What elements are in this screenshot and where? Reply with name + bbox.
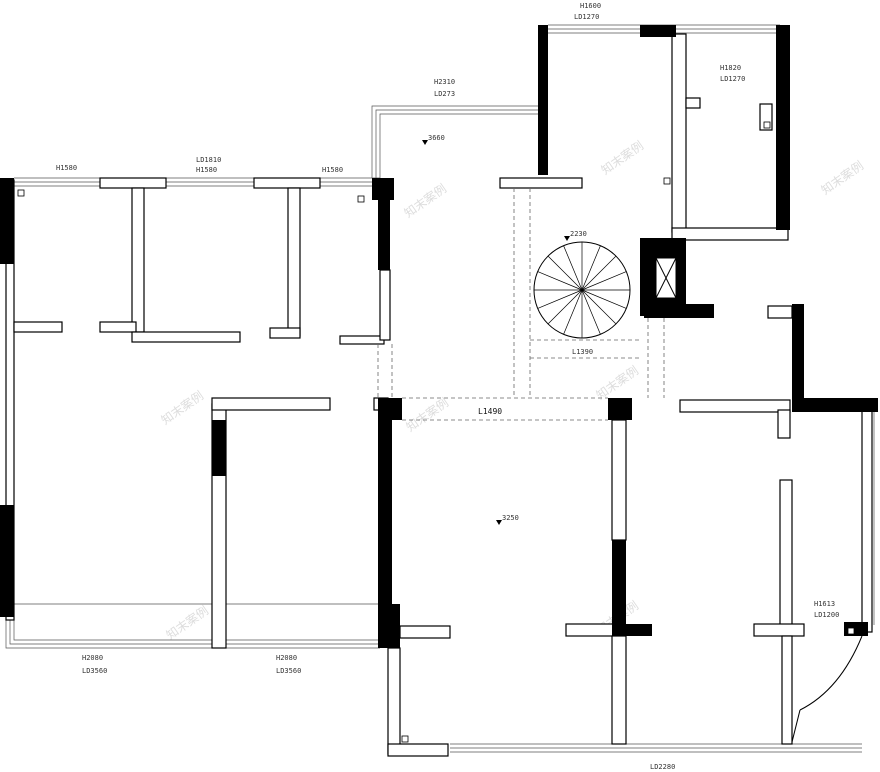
watermark: 知末案例 [598, 138, 646, 178]
level-markers [422, 140, 570, 525]
window-upper-h-label: H2310 [434, 78, 455, 86]
window-bottom-left [5, 603, 380, 649]
level-upper-label: 3660 [428, 134, 445, 142]
window-top-h-label: H1600 [580, 2, 601, 10]
stair-length-label: L1390 [572, 348, 593, 356]
walls-structural [0, 25, 878, 648]
window-top-left [14, 177, 380, 187]
stair-step [537, 271, 583, 291]
stair-level-label: 2230 [570, 230, 587, 238]
stair-step [581, 289, 617, 325]
shaft [655, 257, 677, 299]
window-bottom-right-h-label: H1613 [814, 600, 835, 608]
door-arc [791, 635, 863, 743]
watermarks: 知末案例 知末案例 知末案例 知末案例 知末案例 知末案例 知末案例 知末案例 [158, 138, 866, 643]
window-bottom-left-ld-label: LD3560 [82, 667, 107, 675]
window-bottom-mid-h-label: H2080 [276, 654, 297, 662]
watermark: 知末案例 [401, 181, 449, 221]
watermark: 知末案例 [403, 395, 451, 435]
watermark: 知末案例 [818, 158, 866, 198]
window-bottom-mid-ld-label: LD3560 [276, 667, 301, 675]
watermark: 知末案例 [163, 603, 211, 643]
stair-step [581, 271, 627, 291]
stair-step [581, 289, 601, 335]
window-top-right-ld-label: LD1270 [720, 75, 745, 83]
window-bottom-ld-label: LD2280 [650, 763, 675, 771]
window-bottom-left-h-label: H2080 [82, 654, 103, 662]
window-right-h-label: H1580 [322, 166, 343, 174]
stair-step [581, 245, 601, 291]
window-upper-ld-label: LD273 [434, 90, 455, 98]
level-main-label: 3250 [502, 514, 519, 522]
stair-steps [534, 242, 630, 338]
labels: H1600 LD1270 H1820 LD1270 H2310 LD273 36… [56, 2, 839, 771]
stair-step [547, 289, 583, 325]
window-left-h-label: H1580 [56, 164, 77, 172]
window-upper-hall [371, 105, 540, 178]
window-mid-ld-label: LD1810 [196, 156, 221, 164]
stair-step [563, 245, 583, 291]
stair-step [537, 289, 583, 309]
stair-step [547, 255, 583, 291]
window-bottom-right-ld-label: LD1200 [814, 611, 839, 619]
spiral-stair [533, 241, 631, 339]
dashed-lines [377, 188, 665, 421]
stair-step [581, 255, 617, 291]
window-top-right-h-label: H1820 [720, 64, 741, 72]
stair-step [581, 289, 627, 309]
window-top-ld-label: LD1270 [574, 13, 599, 21]
stair-step [563, 289, 583, 335]
watermark: 知末案例 [593, 363, 641, 403]
window-mid-h-label: H1580 [196, 166, 217, 174]
window-bottom [450, 743, 862, 753]
beam-length-label: L1490 [478, 407, 502, 416]
corner-marks [17, 121, 855, 743]
watermark: 知末案例 [158, 388, 206, 428]
